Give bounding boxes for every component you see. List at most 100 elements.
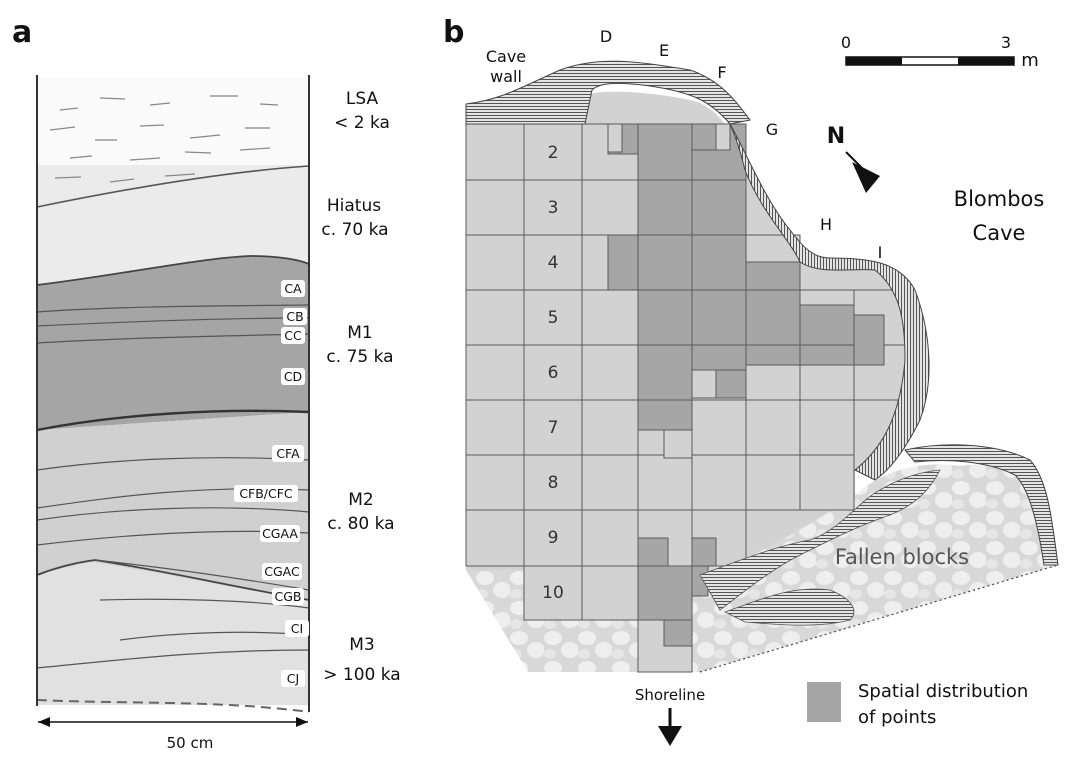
point-square	[637, 123, 693, 181]
legend-swatch	[807, 682, 841, 722]
panel-b-label: b	[443, 15, 464, 50]
grid-square	[523, 399, 583, 456]
layer-label-text: CGAA	[262, 526, 298, 541]
lsa-texture	[49, 95, 279, 183]
grid-square	[523, 509, 583, 567]
site-label-line2: Cave	[973, 221, 1026, 245]
grid-square	[581, 289, 639, 346]
panel-a: a	[12, 15, 401, 752]
grid-square	[581, 565, 639, 621]
point-square	[691, 537, 717, 567]
point-square	[745, 344, 801, 366]
layer-label-cd: CD	[281, 368, 305, 385]
point-square	[691, 234, 747, 291]
fallen-block-hatch-2	[723, 588, 855, 626]
grid-square	[465, 509, 525, 567]
shoreline-label: Shoreline	[635, 686, 705, 704]
grid-square	[465, 123, 525, 181]
row-label-10: 10	[542, 583, 564, 603]
point-square	[637, 289, 693, 346]
cave-wall	[465, 60, 1059, 626]
scale-bar-b: 0 3 m	[841, 33, 1039, 71]
layer-label-cgac: CGAC	[262, 563, 302, 580]
grid-square	[715, 123, 731, 151]
layer-label-cgb: CGB	[272, 588, 304, 605]
legend: Spatial distribution of points	[807, 681, 1028, 728]
layer-labels: CA CB CC CD CFA CFB/CFC CGAA CGAC CGB CI CJ	[234, 280, 309, 687]
grid-square	[465, 399, 525, 456]
point-square	[799, 304, 855, 346]
point-square	[637, 179, 693, 236]
era-hiatus-line1: Hiatus	[327, 196, 381, 216]
column-label-d: D	[600, 27, 612, 46]
point-square	[637, 565, 693, 621]
layer-label-text: CFA	[276, 446, 300, 461]
excavation-grid	[465, 123, 909, 673]
row-label-5: 5	[548, 308, 559, 328]
row-label-8: 8	[548, 473, 559, 493]
grid-square	[581, 399, 639, 456]
era-m2-line2: c. 80 ka	[327, 514, 394, 534]
grid-square	[799, 399, 855, 456]
era-labels: LSA < 2 ka Hiatus c. 70 ka M1 c. 75 ka M…	[321, 89, 400, 685]
scale-bar-b-end: 3	[1001, 33, 1011, 52]
layer-label-text: CI	[291, 621, 303, 636]
grid-square	[581, 179, 639, 236]
point-square	[691, 344, 747, 371]
row-label-7: 7	[548, 418, 559, 438]
layer-label-text: CJ	[287, 671, 299, 686]
layer-label-text: CD	[284, 369, 302, 384]
grid-square	[465, 344, 525, 401]
column-label-f: F	[717, 63, 726, 82]
row-label-3: 3	[548, 198, 559, 218]
point-square	[637, 234, 693, 291]
scale-bar-b-unit: m	[1021, 50, 1039, 71]
column-labels: D E F G H I	[600, 27, 883, 262]
section-column	[37, 78, 309, 705]
grid-square	[523, 289, 583, 346]
dotted-boundary	[699, 564, 1059, 673]
point-square	[607, 234, 639, 291]
point-square	[663, 619, 693, 647]
era-m1-line2: c. 75 ka	[326, 347, 393, 367]
cave-wall-east	[904, 444, 1059, 566]
grid-square	[523, 565, 583, 621]
point-square	[745, 289, 801, 346]
cave-wall-label-line2: wall	[490, 67, 522, 86]
layer-label-cj: CJ	[281, 670, 305, 687]
layer-label-cfb-cfc: CFB/CFC	[234, 485, 298, 502]
row-label-9: 9	[548, 528, 559, 548]
era-lsa-line1: LSA	[346, 89, 379, 109]
grid-square	[637, 454, 693, 511]
row-label-2: 2	[548, 143, 559, 163]
layer-label-text: CFB/CFC	[239, 486, 293, 501]
grid-square	[581, 344, 639, 401]
era-hiatus-line2: c. 70 ka	[321, 220, 388, 240]
grid-square	[745, 399, 801, 456]
era-m2-line1: M2	[348, 490, 373, 510]
era-lsa-line2: < 2 ka	[334, 113, 390, 133]
era-m3-line1: M3	[349, 635, 374, 655]
grid-square	[745, 454, 801, 511]
column-label-g: G	[766, 120, 778, 139]
row-label-4: 4	[548, 253, 559, 273]
layer-label-text: CC	[284, 328, 302, 343]
layer-label-text: CB	[286, 309, 303, 324]
grid-square	[465, 234, 525, 291]
scale-bar-a-label: 50 cm	[167, 734, 214, 752]
grid-square	[607, 123, 623, 153]
point-square	[715, 369, 747, 399]
layer-label-cgaa: CGAA	[260, 525, 300, 542]
layer-label-ca: CA	[281, 280, 305, 297]
point-square	[637, 399, 693, 431]
north-label: N	[827, 124, 845, 149]
era-m3-line2: > 100 ka	[323, 665, 400, 685]
layer-label-text: CGB	[275, 589, 302, 604]
grid-square	[691, 369, 717, 399]
panel-a-label: a	[12, 15, 32, 50]
layer-label-cb: CB	[283, 308, 307, 325]
point-square	[691, 289, 747, 346]
scale-bar-a: 50 cm	[38, 717, 308, 752]
